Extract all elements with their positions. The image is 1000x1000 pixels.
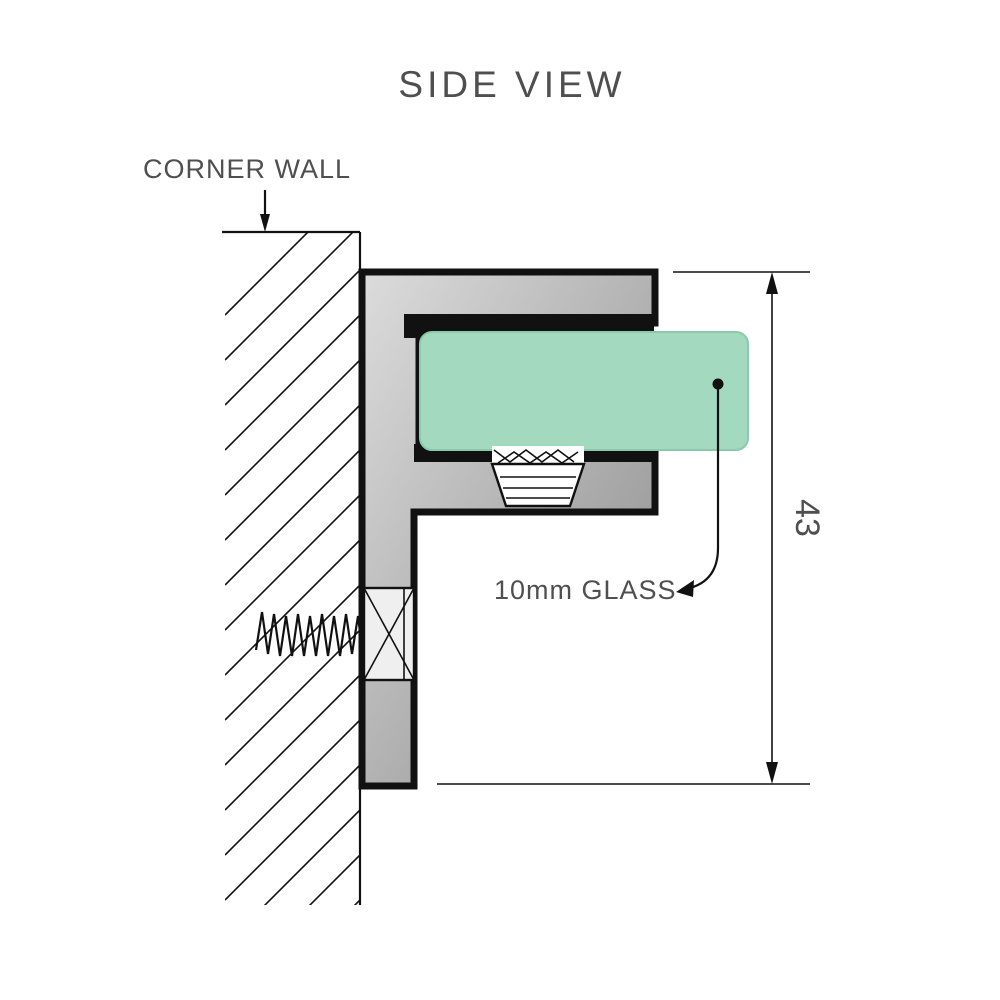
- dim-arrow-bottom: [766, 762, 778, 784]
- hatch-line: [225, 232, 310, 316]
- hatch-line: [353, 899, 360, 905]
- dim-arrow-top: [766, 272, 778, 294]
- hatch-line: [225, 449, 360, 586]
- grub-screw-spring: [497, 451, 579, 464]
- screw-head-cross: [363, 587, 415, 681]
- hatch-line: [225, 404, 360, 541]
- wall-section-hatching: [225, 232, 360, 905]
- hatch-line: [225, 359, 360, 496]
- page-title: SIDE VIEW: [398, 64, 625, 105]
- grub-screw-spring: [493, 449, 575, 463]
- hatch-line: [225, 539, 360, 676]
- glass-leader-line: [689, 388, 720, 590]
- glass-leader-arrowhead: [676, 580, 694, 597]
- hatch-line: [225, 269, 360, 406]
- hatch-line: [225, 232, 355, 361]
- glass-panel: [419, 331, 749, 451]
- hatch-line: [308, 854, 360, 905]
- glass-label: 10mm GLASS: [494, 575, 677, 605]
- dimension-label: 43: [788, 499, 826, 537]
- hatch-line: [225, 674, 360, 811]
- hatch-line: [225, 494, 360, 631]
- wall-screw-threads: [254, 611, 364, 657]
- corner-wall-arrow-head: [260, 214, 270, 232]
- hatch-line: [225, 719, 360, 856]
- corner-wall-label: CORNER WALL: [143, 154, 351, 184]
- grub-screw-body: [490, 462, 586, 508]
- hatch-line: [225, 629, 360, 766]
- hatch-line: [225, 314, 360, 451]
- hatch-line: [225, 764, 360, 901]
- grub-screw-seat: [492, 446, 584, 464]
- hatch-line: [263, 809, 360, 905]
- bracket-profile: [358, 268, 659, 790]
- glass-leader-dot: [712, 378, 724, 390]
